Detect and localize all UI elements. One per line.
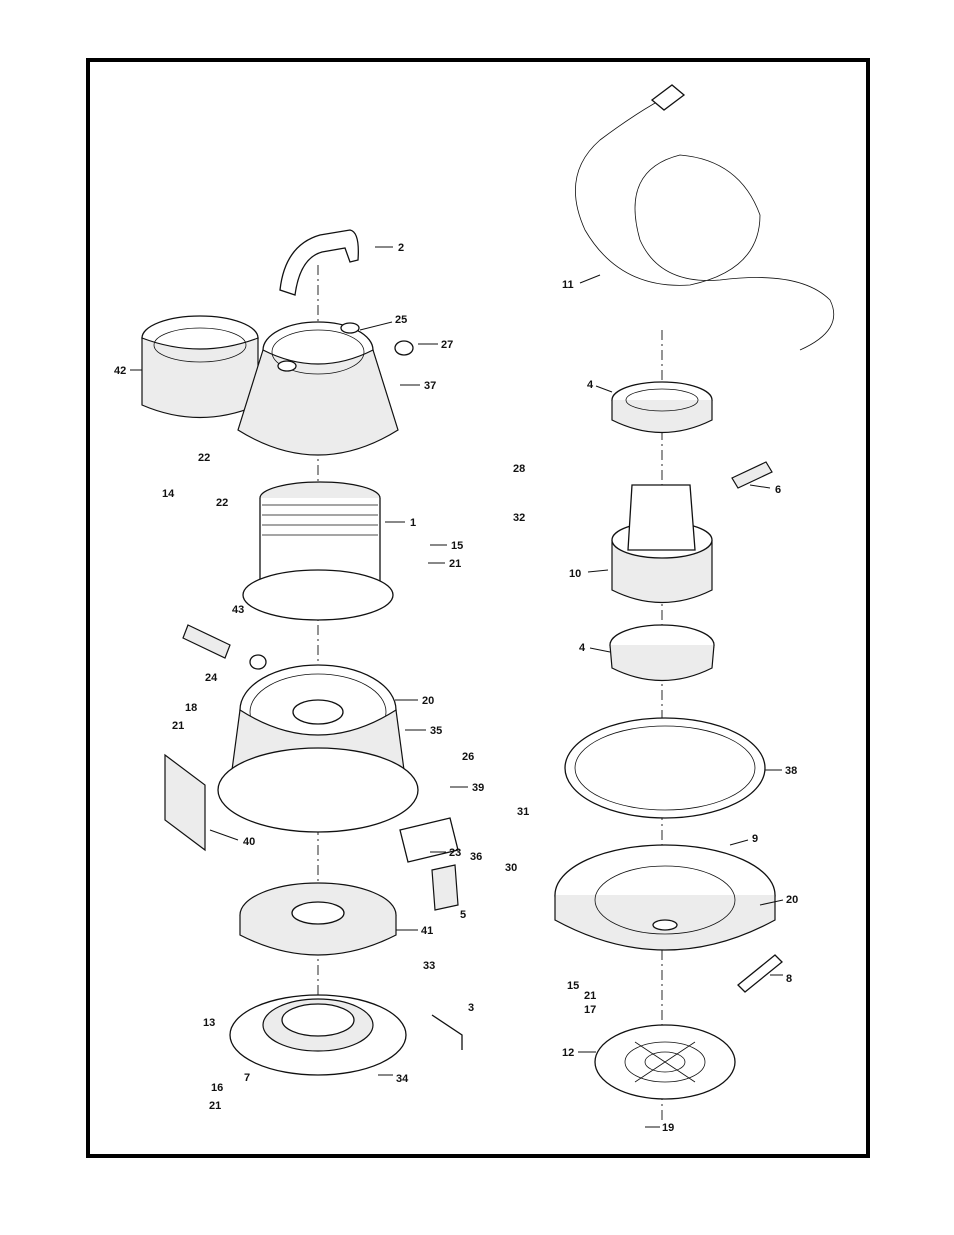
power-cord-part bbox=[575, 85, 833, 350]
label-33: 33 bbox=[423, 960, 435, 972]
label-15-right: 15 bbox=[567, 980, 579, 992]
label-41: 41 bbox=[421, 925, 433, 937]
label-20-left: 20 bbox=[422, 695, 434, 707]
ring-bottom-part bbox=[610, 625, 714, 681]
gasket-part bbox=[565, 718, 765, 818]
label-31: 31 bbox=[517, 806, 529, 818]
handle-part bbox=[280, 230, 358, 295]
label-21-b: 21 bbox=[172, 720, 184, 732]
connector-part bbox=[732, 462, 772, 488]
ring-top-part bbox=[612, 382, 712, 433]
label-7: 7 bbox=[244, 1072, 250, 1084]
grille-part bbox=[595, 1025, 735, 1099]
label-23: 23 bbox=[449, 847, 461, 859]
foam-disc-part bbox=[240, 883, 396, 955]
label-21-a: 21 bbox=[449, 558, 461, 570]
label-8: 8 bbox=[786, 973, 792, 985]
motor-base-part bbox=[555, 845, 775, 950]
filter-cylinder-part bbox=[243, 482, 393, 620]
label-39: 39 bbox=[472, 782, 484, 794]
label-13: 13 bbox=[203, 1017, 215, 1029]
label-25: 25 bbox=[395, 314, 407, 326]
top-cover-part bbox=[238, 322, 413, 455]
tank-body-part bbox=[218, 665, 418, 832]
filter-ring-part bbox=[142, 316, 258, 418]
motor-part bbox=[612, 485, 712, 603]
label-20-right: 20 bbox=[786, 894, 798, 906]
label-10: 10 bbox=[569, 568, 581, 580]
switch-part bbox=[432, 865, 458, 910]
label-2: 2 bbox=[398, 242, 404, 254]
label-22-bottom: 22 bbox=[216, 497, 228, 509]
label-17: 17 bbox=[584, 1004, 596, 1016]
label-9: 9 bbox=[752, 833, 758, 845]
label-5: 5 bbox=[460, 909, 466, 921]
label-28: 28 bbox=[513, 463, 525, 475]
label-11: 11 bbox=[562, 279, 574, 291]
side-panel-part bbox=[165, 755, 205, 850]
label-34: 34 bbox=[396, 1073, 409, 1085]
label-38: 38 bbox=[785, 765, 797, 777]
label-3: 3 bbox=[468, 1002, 474, 1014]
small-hose-part bbox=[738, 955, 782, 992]
label-14: 14 bbox=[162, 488, 175, 500]
label-22-top: 22 bbox=[198, 452, 210, 464]
label-15-left: 15 bbox=[451, 540, 463, 552]
label-36: 36 bbox=[470, 851, 482, 863]
label-21-d: 21 bbox=[584, 990, 596, 1002]
label-30: 30 bbox=[505, 862, 517, 874]
label-27: 27 bbox=[441, 339, 453, 351]
label-40: 40 bbox=[243, 836, 255, 848]
label-26: 26 bbox=[462, 751, 474, 763]
tube-part bbox=[432, 1015, 462, 1050]
label-4-bottom: 4 bbox=[579, 642, 586, 654]
label-6: 6 bbox=[775, 484, 781, 496]
label-16: 16 bbox=[211, 1082, 223, 1094]
label-19: 19 bbox=[662, 1122, 674, 1134]
label-18: 18 bbox=[185, 702, 197, 714]
label-24: 24 bbox=[205, 672, 218, 684]
label-42: 42 bbox=[114, 365, 126, 377]
label-43: 43 bbox=[232, 604, 244, 616]
label-4-top: 4 bbox=[587, 379, 594, 391]
hose-fitting-part bbox=[183, 625, 266, 669]
label-32: 32 bbox=[513, 512, 525, 524]
label-12: 12 bbox=[562, 1047, 574, 1059]
base-ring-part bbox=[230, 995, 406, 1075]
label-35: 35 bbox=[430, 725, 442, 737]
label-37: 37 bbox=[424, 380, 436, 392]
label-21-c: 21 bbox=[209, 1100, 221, 1112]
label-1: 1 bbox=[410, 517, 416, 529]
